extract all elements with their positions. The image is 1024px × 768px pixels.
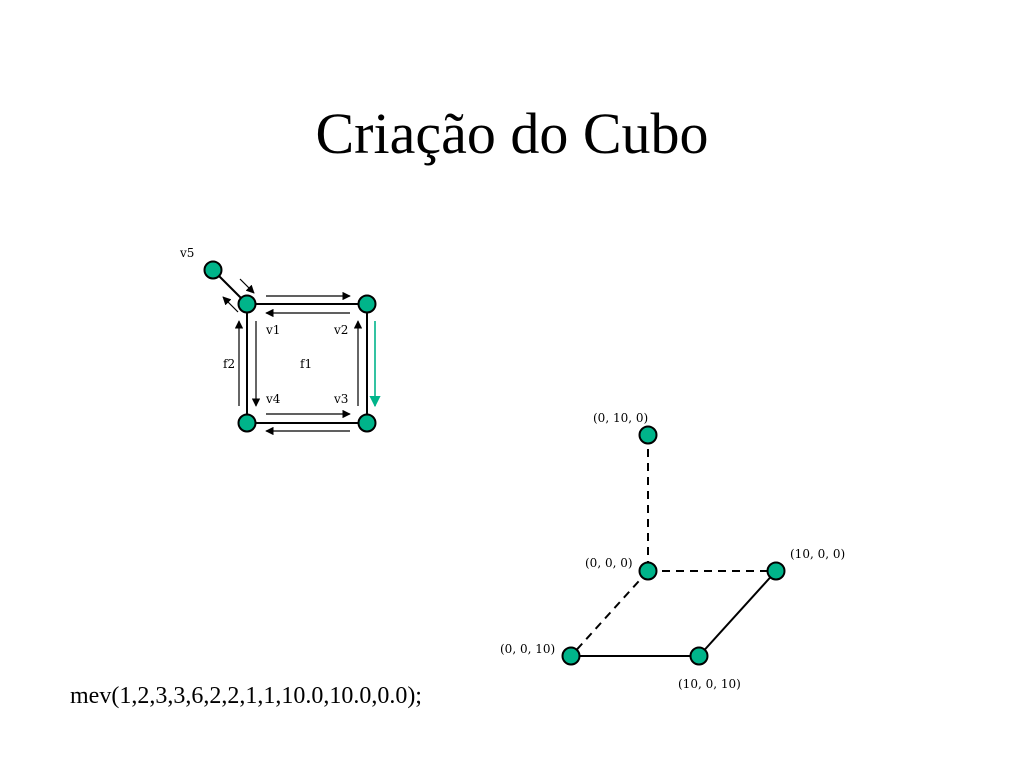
mev-code-line: mev(1,2,3,3,6,2,2,1,1,10.0,10.0,0.0); bbox=[70, 683, 422, 709]
halfedge-arrow-diag-in bbox=[239, 278, 255, 294]
vertex-v3 bbox=[357, 413, 377, 433]
geometry-diagram: (0, 10, 0) (0, 0, 0) (10, 0, 0) (0, 0, 1… bbox=[500, 411, 845, 691]
halfedge-arrow-diag-out bbox=[222, 296, 239, 313]
vertex-0-10-0 bbox=[638, 425, 658, 445]
edge-solid-diagonal bbox=[698, 570, 777, 657]
label-f1: f1 bbox=[300, 357, 312, 371]
coord-label-10-0-0: (10, 0, 0) bbox=[790, 547, 845, 561]
coord-label-0-0-10: (0, 0, 10) bbox=[500, 642, 555, 656]
label-v5: v5 bbox=[179, 246, 194, 260]
vertex-v1 bbox=[237, 294, 257, 314]
label-f2: f2 bbox=[223, 357, 235, 371]
label-v4: v4 bbox=[265, 392, 281, 406]
slide-title: Criação do Cubo bbox=[315, 101, 709, 166]
coord-label-10-0-10: (10, 0, 10) bbox=[678, 677, 741, 691]
coord-label-0-0-0: (0, 0, 0) bbox=[585, 556, 633, 570]
edge-dashed-z-axis bbox=[570, 570, 649, 657]
topology-diagram: v5 v1 v2 v3 v4 f1 f2 bbox=[179, 246, 381, 436]
vertex-0-0-0 bbox=[638, 561, 658, 581]
vertex-v4 bbox=[237, 413, 257, 433]
label-v1: v1 bbox=[265, 323, 280, 337]
vertex-v5 bbox=[203, 260, 223, 280]
vertex-v2 bbox=[357, 294, 377, 314]
vertex-0-0-10 bbox=[561, 646, 581, 666]
coord-label-0-10-0: (0, 10, 0) bbox=[593, 411, 648, 425]
vertex-10-0-0 bbox=[766, 561, 786, 581]
label-v2: v2 bbox=[333, 323, 348, 337]
label-v3: v3 bbox=[333, 392, 348, 406]
vertex-10-0-10 bbox=[689, 646, 709, 666]
